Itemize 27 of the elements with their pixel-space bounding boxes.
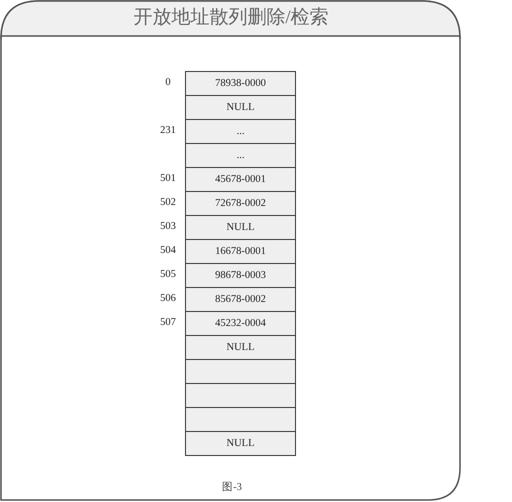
- row-index: 506: [159, 292, 177, 305]
- row-index: 504: [159, 244, 177, 257]
- hash-slot: NULL: [185, 431, 296, 456]
- hash-slot: 72678-0002: [185, 191, 296, 216]
- row-index: 231: [159, 124, 177, 137]
- hash-slot: 78938-0000: [185, 71, 296, 96]
- hash-slot: 45232-0004: [185, 311, 296, 336]
- row-index: 505: [159, 268, 177, 281]
- hash-slot: NULL: [185, 95, 296, 120]
- row-index: 502: [159, 196, 177, 209]
- hash-slot: [185, 359, 296, 384]
- hash-slot: 45678-0001: [185, 167, 296, 192]
- hash-slot: 16678-0001: [185, 239, 296, 264]
- hash-slot: NULL: [185, 335, 296, 360]
- hash-slot: 98678-0003: [185, 263, 296, 288]
- row-index: 0: [164, 76, 172, 89]
- hash-slot: 85678-0002: [185, 287, 296, 312]
- hash-slot: NULL: [185, 215, 296, 240]
- hash-slot: [185, 407, 296, 432]
- hash-slot: [185, 383, 296, 408]
- hash-slot: ...: [185, 119, 296, 144]
- title: 开放地址散列删除/检索: [133, 6, 329, 30]
- row-index: 501: [159, 172, 177, 185]
- hash-slot: ...: [185, 143, 296, 168]
- row-index: 503: [159, 220, 177, 233]
- caption: 图-3: [222, 481, 242, 494]
- row-index: 507: [159, 316, 177, 329]
